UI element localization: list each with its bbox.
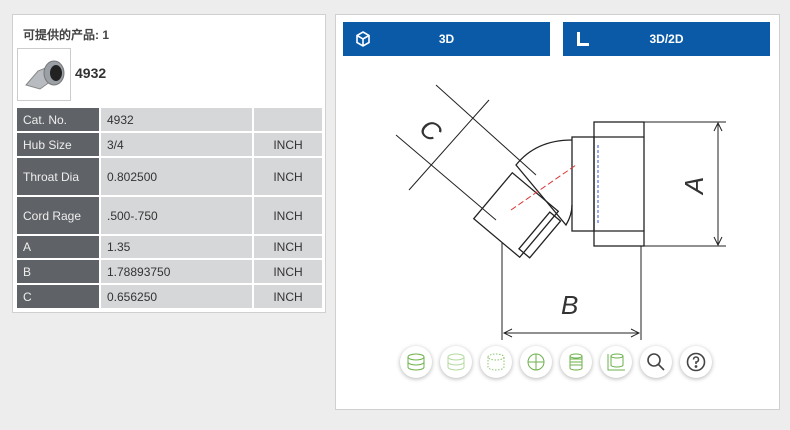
spec-value: .500-.750: [99, 197, 252, 234]
hidden-lines-icon: [487, 353, 505, 371]
spec-key: Hub Size: [17, 133, 99, 156]
spec-unit: INCH: [252, 236, 322, 258]
spec-value: 0.802500: [99, 158, 252, 195]
spec-value: 1.78893750: [99, 260, 252, 283]
spec-key: Cat. No.: [17, 108, 99, 131]
hidden-lines-button[interactable]: [480, 346, 512, 378]
view-3d2d-button[interactable]: 3D/2D: [563, 22, 770, 56]
view-3d2d-label: 3D/2D: [649, 32, 684, 46]
cube-icon: [355, 31, 371, 50]
available-products-title: 可提供的产品: 1: [23, 28, 110, 42]
zoom-fit-button[interactable]: [640, 346, 672, 378]
spec-key: B: [17, 260, 99, 283]
help-icon: [686, 352, 706, 372]
spec-unit: [252, 108, 322, 131]
dimension-view-button[interactable]: [600, 346, 632, 378]
spec-unit: INCH: [252, 158, 322, 195]
spec-key: Cord Rage: [17, 197, 99, 234]
thread-view-button[interactable]: [560, 346, 592, 378]
spec-row: Cat. No.4932: [17, 108, 322, 131]
view-3d-label: 3D: [438, 32, 455, 46]
drawing-icon: [575, 31, 591, 50]
dimension-a-label: A: [679, 176, 710, 195]
product-number[interactable]: 4932: [75, 65, 107, 81]
dimension-view-icon: [607, 353, 625, 371]
spec-unit: INCH: [252, 197, 322, 234]
spec-value: 4932: [99, 108, 252, 131]
technical-drawing: [395, 84, 726, 340]
dimension-b-label: B: [561, 290, 579, 320]
transparent-view-icon: [447, 353, 465, 371]
zoom-fit-icon: [647, 353, 665, 371]
solid-view-icon: [407, 353, 425, 371]
spec-value: 3/4: [99, 133, 252, 156]
crosshair-icon: [527, 353, 545, 371]
spec-key: Throat Dia: [17, 158, 99, 195]
spec-value: 0.656250: [99, 285, 252, 308]
spec-unit: INCH: [252, 133, 322, 156]
viewer-panel: 3D 3D/2D A B C: [335, 14, 780, 410]
spec-key: C: [17, 285, 99, 308]
solid-view-button[interactable]: [400, 346, 432, 378]
view-3d-button[interactable]: 3D: [343, 22, 550, 56]
thread-view-icon: [569, 353, 583, 371]
spec-value: 1.35: [99, 236, 252, 258]
spec-unit: INCH: [252, 260, 322, 283]
crosshair-button[interactable]: [520, 346, 552, 378]
viewer-toolbar: [400, 346, 712, 378]
product-thumbnail[interactable]: [17, 48, 71, 101]
transparent-view-button[interactable]: [440, 346, 472, 378]
spec-unit: INCH: [252, 285, 322, 308]
help-button[interactable]: [680, 346, 712, 378]
spec-key: A: [17, 236, 99, 258]
